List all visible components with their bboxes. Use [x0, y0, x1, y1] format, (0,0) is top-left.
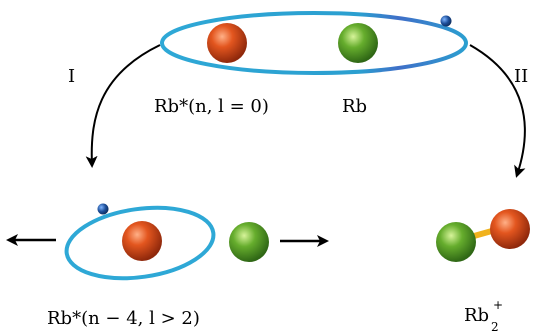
initial-ground-atom	[338, 23, 378, 63]
final-rydberg-atom	[122, 221, 162, 261]
initial-electron	[440, 15, 452, 27]
pathway-one-label: I	[68, 66, 75, 87]
molecule-label-group: Rb 2 +	[464, 298, 503, 334]
final-complex	[6, 203, 329, 281]
initial-ground-label: Rb	[342, 96, 367, 117]
molecular-ground-atom	[436, 222, 476, 262]
molecule-label-base: Rb	[464, 305, 489, 326]
final-electron	[97, 203, 109, 215]
molecule-label-subscript: 2	[491, 320, 499, 334]
initial-orbit	[160, 11, 468, 75]
pathway-two-label: II	[514, 66, 528, 87]
final-orbit	[64, 205, 216, 281]
initial-complex	[160, 11, 468, 75]
pathway-two-arrow	[469, 44, 526, 178]
initial-rydberg-label: Rb*(n, l = 0)	[154, 96, 269, 117]
molecular-ion	[436, 209, 530, 262]
pathway-one-arrow	[85, 44, 161, 168]
molecule-label-superscript: +	[493, 298, 503, 312]
molecular-rydberg-atom	[490, 209, 530, 249]
initial-rydberg-atom	[207, 23, 247, 63]
final-ground-atom	[229, 222, 269, 262]
final-rydberg-label: Rb*(n − 4, l > 2)	[47, 308, 200, 329]
